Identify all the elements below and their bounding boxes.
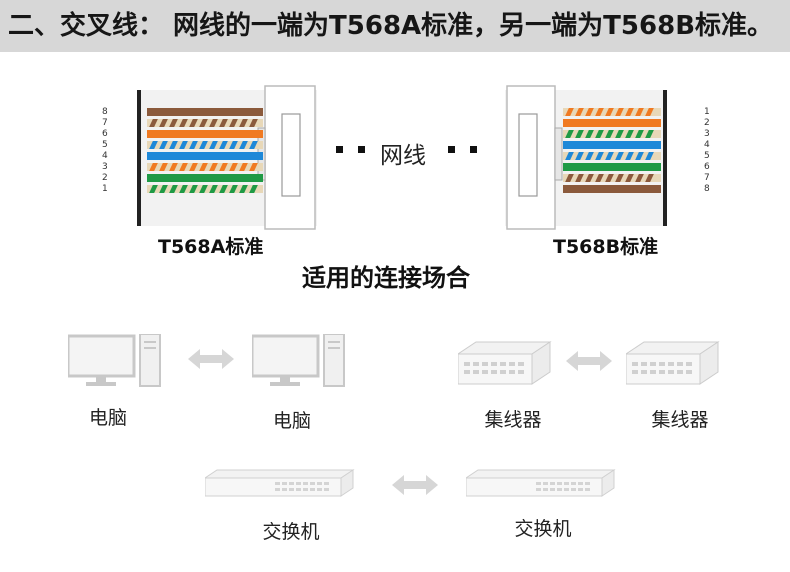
switch-icon (205, 469, 355, 497)
switch-icon (466, 469, 616, 497)
bidirectional-arrow-icon (188, 349, 234, 369)
device-label-switch-left: 交换机 (262, 521, 320, 543)
cable-label: 网线 (380, 143, 426, 169)
wire (147, 108, 263, 116)
cable-dot (336, 146, 343, 153)
device-label-switch-right: 交换机 (514, 518, 572, 540)
t568b-connector (505, 85, 667, 230)
cable-dot (470, 146, 477, 153)
hub-icon (626, 341, 720, 385)
pin-number: 2 (704, 118, 710, 128)
computer-icon (252, 334, 345, 387)
cable-dot (358, 146, 365, 153)
t568a-connector (137, 85, 317, 230)
pin-number: 3 (704, 129, 710, 139)
pin-number: 8 (102, 107, 108, 117)
wire (147, 152, 263, 160)
wire (147, 174, 263, 182)
t568a-label: T568A标准 (158, 236, 264, 258)
pin-number: 7 (704, 173, 710, 183)
device-label-hub-right: 集线器 (651, 409, 709, 431)
pin-number: 7 (102, 118, 108, 128)
pin-number: 6 (704, 162, 710, 172)
wire (563, 141, 661, 149)
cable-dot (448, 146, 455, 153)
wire (147, 130, 263, 138)
pin-number: 6 (102, 129, 108, 139)
hub-icon (458, 341, 552, 385)
page-title: 二、交叉线： 网线的一端为T568A标准，另一端为T568B标准。 (0, 0, 790, 52)
bidirectional-arrow-icon (566, 351, 612, 371)
wire (563, 163, 661, 171)
pin-number: 1 (102, 184, 108, 194)
bidirectional-arrow-icon (392, 475, 438, 495)
device-label-pc-left: 电脑 (88, 407, 127, 429)
pin-number: 4 (102, 151, 108, 161)
t568b-label: T568B标准 (553, 236, 659, 258)
pin-number: 2 (102, 173, 108, 183)
section-title: 适用的连接场合 (302, 264, 470, 292)
device-label-hub-left: 集线器 (484, 409, 542, 431)
pin-number: 5 (102, 140, 108, 150)
pin-number: 8 (704, 184, 710, 194)
computer-icon (68, 334, 161, 387)
pin-number: 3 (102, 162, 108, 172)
device-label-pc-right: 电脑 (272, 410, 311, 432)
wire (563, 119, 661, 127)
pin-number: 5 (704, 151, 710, 161)
wire (563, 185, 661, 193)
pin-number: 4 (704, 140, 710, 150)
pin-number: 1 (704, 107, 710, 117)
